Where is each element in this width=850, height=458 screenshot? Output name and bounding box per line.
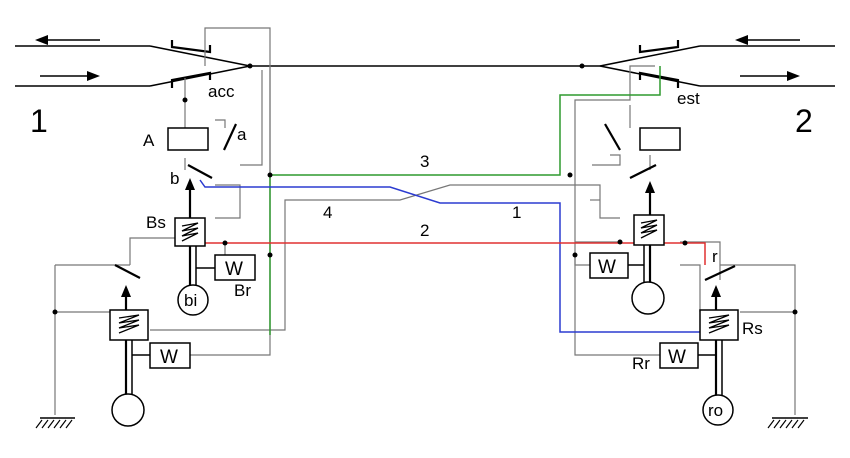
arrow-head-left-bottom xyxy=(87,71,100,81)
ro-circle xyxy=(702,394,734,426)
relay-A-box xyxy=(167,127,209,151)
relay-right-box xyxy=(639,127,681,151)
line-3-green xyxy=(269,66,661,335)
arrow-head-right-top xyxy=(735,35,748,45)
Bs-spring xyxy=(181,222,199,242)
right-upper-spring-box xyxy=(633,214,665,246)
transmission-line xyxy=(15,45,835,87)
W-label-right-upper: W xyxy=(598,257,616,278)
line-2-label: 2 xyxy=(420,221,429,240)
junction-dots xyxy=(52,63,798,315)
Bs-arrow xyxy=(185,178,195,190)
bi-label: bi xyxy=(184,291,197,310)
line-3-label: 3 xyxy=(420,152,429,171)
contact-a-label: a xyxy=(237,125,247,144)
contact-right-lower xyxy=(629,164,657,179)
left-lower-W-box xyxy=(149,342,191,369)
line-2-red xyxy=(200,242,706,265)
Rr-W-box xyxy=(659,342,699,369)
Br-label: Br xyxy=(234,281,251,300)
line-4-label: 4 xyxy=(323,203,332,222)
r-label: r xyxy=(712,247,718,266)
bi-circle xyxy=(177,284,209,316)
arrow-head-left-top xyxy=(35,35,48,45)
W-label-Br: W xyxy=(225,259,243,280)
right-components xyxy=(589,123,808,429)
right-upper-W-box xyxy=(589,252,629,279)
Rr-label: Rr xyxy=(632,354,650,373)
line-1-label: 1 xyxy=(512,203,521,222)
labels: 1 2 acc est A a b Bs Br bi Rs Rr ro r W … xyxy=(30,82,813,420)
colored-lines xyxy=(199,66,706,335)
Bs-label: Bs xyxy=(146,213,166,232)
left-components xyxy=(35,123,256,429)
Rs-label: Rs xyxy=(742,319,763,338)
arrow-head-right-bottom xyxy=(787,71,800,81)
r-switch xyxy=(704,265,736,281)
left-lower-spring-box xyxy=(109,309,149,341)
station-left-label: 1 xyxy=(30,103,48,139)
station-right-label: 2 xyxy=(795,103,813,139)
contact-b-label: b xyxy=(170,169,179,188)
ro-label: ro xyxy=(708,401,723,420)
left-lower-switch xyxy=(114,264,141,279)
contact-b xyxy=(187,164,213,179)
Br-W-box xyxy=(214,254,256,281)
left-lower-circle xyxy=(111,393,145,427)
contact-a xyxy=(223,123,237,151)
right-upper-circle xyxy=(631,281,665,315)
W-label-Rr: W xyxy=(668,347,686,368)
coupler-left-label: acc xyxy=(208,82,235,101)
coupler-right-label: est xyxy=(677,89,700,108)
direction-arrows xyxy=(35,35,800,81)
W-label-left-lower: W xyxy=(160,347,178,368)
couplers xyxy=(170,40,680,88)
Rs-box xyxy=(699,309,739,341)
line-1-blue xyxy=(199,179,700,333)
relay-A-label: A xyxy=(143,131,155,150)
contact-right-upper xyxy=(604,123,621,151)
